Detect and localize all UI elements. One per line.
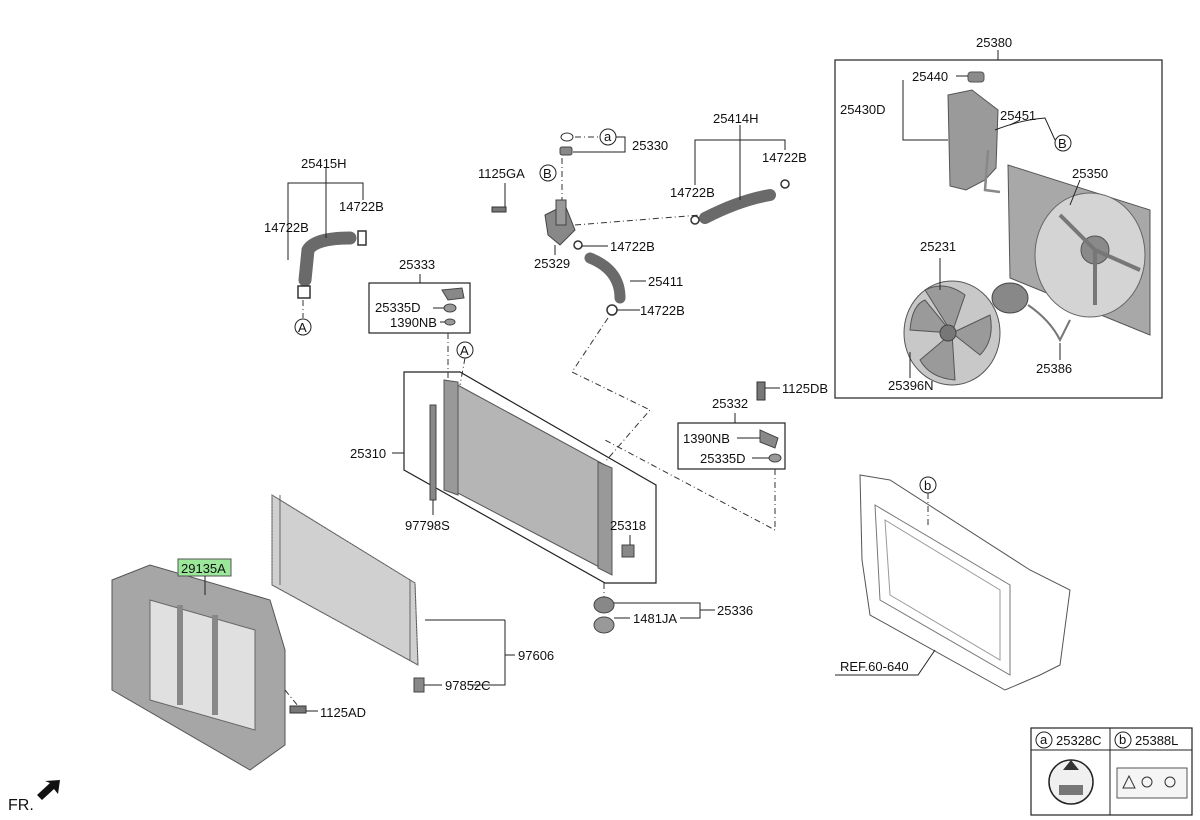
radiator-tank-right[interactable] — [597, 461, 613, 576]
front-arrow-icon — [37, 780, 60, 800]
callout-25380[interactable]: 25380 — [976, 35, 1012, 50]
callout-1481JA[interactable]: 1481JA — [633, 611, 677, 626]
callout-14722B-a[interactable]: 14722B — [762, 150, 807, 165]
callout-25411[interactable]: 25411 — [648, 274, 683, 289]
fan-motor[interactable] — [991, 282, 1029, 314]
bracket-25333-group: 25333 25335D 1390NB A — [368, 257, 474, 386]
callout-25332[interactable]: 25332 — [712, 396, 748, 411]
callout-25330[interactable]: 25330 — [632, 138, 668, 153]
upper-hose-group: 25414H 14722B 14722B — [670, 111, 807, 225]
callout-1125GA[interactable]: 1125GA — [478, 166, 525, 181]
callout-25231[interactable]: 25231 — [920, 239, 956, 254]
legend-marker-a: a — [1040, 732, 1048, 747]
hose-clamp[interactable] — [690, 215, 700, 225]
callout-1390NB-a[interactable]: 1390NB — [390, 315, 437, 330]
marker-B2-label: B — [543, 166, 552, 181]
bolt-1125AD[interactable] — [289, 705, 307, 714]
reservoir-tank[interactable] — [947, 89, 999, 191]
legend-code-a: 25328C — [1056, 733, 1102, 748]
front-end-module-carrier[interactable] — [859, 474, 1071, 691]
condenser-core[interactable] — [271, 494, 419, 666]
callout-1125DB[interactable]: 1125DB — [782, 381, 828, 396]
condenser-group: 97606 97852C — [271, 494, 554, 693]
callout-25386[interactable]: 25386 — [1036, 361, 1072, 376]
callout-ref-60-640[interactable]: REF.60-640 — [840, 659, 909, 674]
bracket-upper[interactable] — [441, 287, 465, 301]
reservoir-hose — [994, 117, 1056, 141]
front-label: FR. — [8, 797, 34, 814]
callout-25335D-b[interactable]: 25335D — [700, 451, 746, 466]
callout-1390NB-b[interactable]: 1390NB — [683, 431, 730, 446]
callout-25333[interactable]: 25333 — [399, 257, 435, 272]
cap-25330[interactable] — [559, 146, 573, 156]
callout-14722B-c[interactable]: 14722B — [610, 239, 655, 254]
radiator-group: 25310 97798S 25318 — [350, 371, 657, 584]
legend-table: a 25328C b 25388L — [1030, 727, 1193, 816]
callout-25451[interactable]: 25451 — [1000, 108, 1036, 123]
bolt-1125GA[interactable] — [491, 206, 507, 213]
callout-14722B-b[interactable]: 14722B — [670, 185, 715, 200]
outlet-group: a 25330 B 1125GA 14722B 25329 25411 1472… — [478, 128, 701, 463]
mount-group: 25336 1481JA — [593, 583, 753, 634]
marker-A2-label: A — [460, 343, 469, 358]
plug-97852C[interactable] — [413, 677, 425, 693]
callout-25318[interactable]: 25318 — [610, 518, 646, 533]
callout-25310[interactable]: 25310 — [350, 446, 386, 461]
marker-B-label: B — [1058, 136, 1067, 151]
callout-29135A[interactable]: 29135A — [181, 561, 226, 576]
callout-1125AD[interactable]: 1125AD — [320, 705, 366, 720]
callout-14722B-f[interactable]: 14722B — [339, 199, 384, 214]
callout-25430D[interactable]: 25430D — [840, 102, 886, 117]
bracket-25332-group: 1125DB 25332 1390NB 25335D — [604, 381, 828, 531]
bracket-lower[interactable] — [759, 429, 779, 449]
mount-insulator-1481JA[interactable] — [593, 616, 615, 634]
callout-97852C[interactable]: 97852C — [445, 678, 491, 693]
marker-B-circle — [1054, 134, 1072, 152]
callout-97798S[interactable]: 97798S — [405, 518, 450, 533]
hose-clamp[interactable] — [606, 304, 618, 316]
callout-25414H[interactable]: 25414H — [713, 111, 759, 126]
reservoir-cap[interactable] — [967, 71, 985, 83]
front-direction-indicator: FR. — [8, 780, 60, 814]
callout-25396N[interactable]: 25396N — [888, 378, 934, 393]
callout-25335D-a[interactable]: 25335D — [375, 300, 421, 315]
legend-code-b: 25388L — [1135, 733, 1178, 748]
air-guard-group: 29135A 1125AD — [111, 558, 366, 771]
callout-14722B-e[interactable]: 14722B — [264, 220, 309, 235]
callout-14722B-d[interactable]: 14722B — [640, 303, 685, 318]
hose-clamp[interactable] — [780, 179, 790, 189]
marker-A-label: A — [298, 320, 307, 335]
callout-25440[interactable]: 25440 — [912, 69, 948, 84]
callout-25350[interactable]: 25350 — [1072, 166, 1108, 181]
seal-97798S[interactable] — [429, 404, 437, 501]
callout-25329[interactable]: 25329 — [534, 256, 570, 271]
callout-97606[interactable]: 97606 — [518, 648, 554, 663]
callout-25415H[interactable]: 25415H — [301, 156, 347, 171]
hose-25411[interactable] — [584, 252, 626, 304]
fan-assembly-group: 25380 25440 25430D 25451 B 25350 25231 — [834, 35, 1163, 399]
o-ring[interactable] — [560, 132, 574, 142]
radiator-frame — [403, 371, 657, 584]
bolt-1125DB[interactable] — [756, 381, 766, 401]
lower-hose-group: 25415H 14722B 14722B A — [264, 156, 384, 336]
mount-insulator-25336[interactable] — [593, 596, 615, 614]
upper-hose-25414H[interactable] — [699, 189, 776, 224]
hose-25415H[interactable] — [298, 231, 357, 287]
radiator-tank-left[interactable] — [443, 379, 459, 496]
callout-25336[interactable]: 25336 — [717, 603, 753, 618]
legend-marker-b: b — [1119, 732, 1126, 747]
carrier-group: b REF.60-640 — [835, 474, 1071, 691]
drain-plug-25318[interactable] — [621, 544, 635, 558]
marker-a-label: a — [604, 129, 612, 144]
marker-b-label: b — [924, 478, 931, 493]
radiator-core[interactable] — [451, 381, 606, 571]
